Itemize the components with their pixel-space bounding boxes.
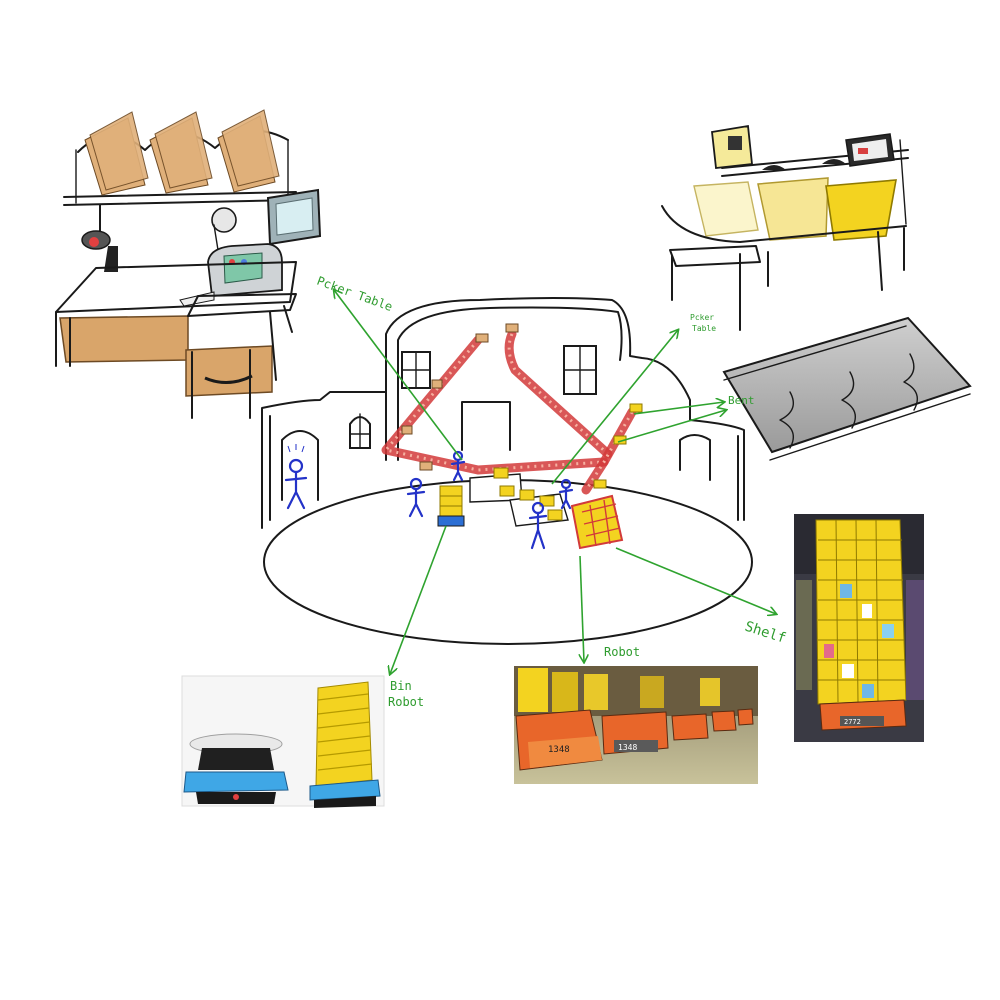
label-packer-table-right-1: Pcker xyxy=(690,313,714,322)
window xyxy=(349,413,371,449)
box xyxy=(401,425,413,435)
label-belt: Bent xyxy=(728,394,755,407)
arrow-robot xyxy=(580,555,584,662)
bin-robot-sketch xyxy=(437,485,465,527)
box xyxy=(505,323,519,333)
person xyxy=(558,478,574,510)
window xyxy=(563,345,597,395)
robot-photo: 1348 1348 xyxy=(514,666,758,784)
box xyxy=(419,461,433,471)
box xyxy=(431,379,443,389)
label-robot: Robot xyxy=(604,645,640,659)
warehouse-building-sketch xyxy=(261,297,753,645)
person xyxy=(450,450,466,482)
arrow-packer-table-left xyxy=(334,290,463,461)
packing-station-sketch xyxy=(661,124,909,331)
person xyxy=(528,501,548,550)
label-packer-table-left: Pcker Table xyxy=(315,274,394,314)
person xyxy=(284,444,308,510)
arrows xyxy=(334,290,776,674)
robot-number-2: 1348 xyxy=(618,743,637,752)
label-shelf: Shelf xyxy=(743,619,788,647)
arrow-belt-2 xyxy=(617,410,726,443)
label-bin-robot-2: Robot xyxy=(388,695,424,709)
packer-table-sketch xyxy=(55,109,322,419)
conveyor-path xyxy=(381,329,637,495)
arrow-belt xyxy=(633,402,724,415)
box xyxy=(475,333,489,343)
box xyxy=(629,403,643,413)
shelf-photo: 2772 xyxy=(794,514,924,742)
window xyxy=(401,351,431,389)
shelf-sketch xyxy=(570,494,624,550)
robot-number-1: 1348 xyxy=(548,745,570,755)
shelf-robot-number: 2772 xyxy=(844,718,861,726)
label-packer-table-right-2: Table xyxy=(692,324,716,333)
bin-robot-photo xyxy=(181,675,385,808)
arrow-shelf xyxy=(615,547,776,614)
arrow-packer-table-right xyxy=(551,330,678,485)
picker-area xyxy=(469,467,569,527)
box xyxy=(593,479,607,489)
flat-boxes xyxy=(84,109,280,196)
arrow-bin-robot xyxy=(390,525,447,674)
person xyxy=(406,477,426,518)
label-bin-robot-1: Bin xyxy=(390,679,412,693)
belt-sketch xyxy=(722,316,972,461)
